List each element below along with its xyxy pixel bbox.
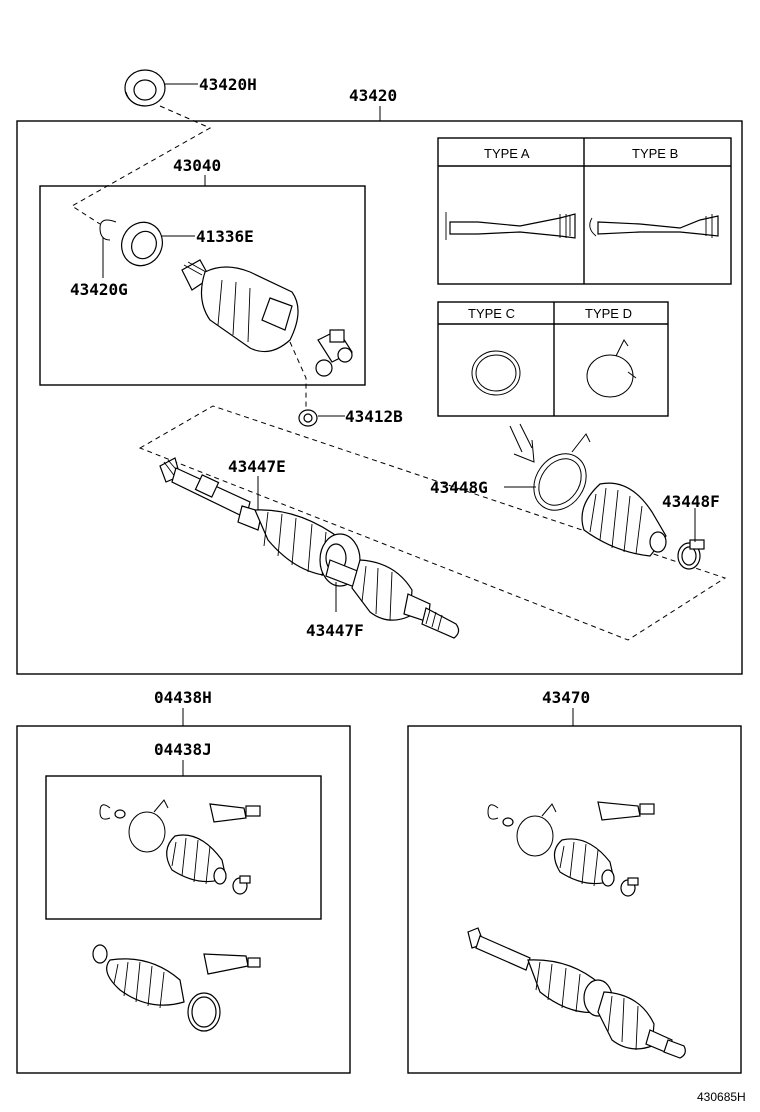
snap-ring-icon	[99, 219, 117, 241]
shaft-type-a-icon	[445, 212, 576, 240]
clamp-type-d-icon	[586, 339, 637, 398]
label-41336e: 41336E	[196, 227, 254, 246]
label-43420: 43420	[349, 86, 397, 105]
inner-joint-housing-icon	[181, 259, 299, 353]
label-04438h: 04438H	[154, 688, 212, 707]
boot-kit-sub-parts-icon	[99, 799, 261, 895]
inner-joint-frame	[39, 185, 366, 386]
outer-kit-shaft-icon	[467, 927, 686, 1059]
type-cd-panel	[437, 301, 669, 417]
drive-shaft-icon	[159, 457, 460, 639]
dashed-link-43412	[289, 341, 307, 412]
seal-41336e-icon	[121, 221, 163, 267]
label-43412b: 43412B	[345, 407, 403, 426]
type-c-label: TYPE C	[468, 306, 515, 321]
clamp-type-c-icon	[471, 350, 521, 396]
type-a-label: TYPE A	[484, 146, 530, 161]
label-43447e: 43447E	[228, 457, 286, 476]
outer-kit-frame	[407, 725, 742, 1074]
tripod-icon	[315, 329, 353, 377]
boot-kit-lower-parts-icon	[92, 944, 261, 1032]
label-04438j: 04438J	[154, 740, 212, 759]
label-43448g: 43448G	[430, 478, 488, 497]
outer-boot-icon	[581, 482, 667, 557]
boot-kit-sub-frame	[45, 775, 322, 920]
dashed-link-seal	[71, 105, 212, 225]
arrow-icon	[509, 423, 535, 463]
label-43420h: 43420H	[199, 75, 257, 94]
dashed-shaft-outline	[138, 405, 727, 641]
type-d-label: TYPE D	[585, 306, 632, 321]
shaft-type-b-icon	[589, 214, 719, 238]
label-43447f: 43447F	[306, 621, 364, 640]
label-43470: 43470	[542, 688, 590, 707]
seal-43420h-icon	[124, 69, 166, 107]
ring-43412b-icon	[298, 409, 318, 427]
reference-code: 430685H	[697, 1090, 746, 1104]
label-43040: 43040	[173, 156, 221, 175]
boot-kit-frame	[16, 725, 351, 1074]
outer-kit-boot-parts-icon	[487, 801, 655, 897]
clamp-43448g-icon	[533, 433, 591, 511]
main-assembly-frame	[16, 120, 743, 675]
clamp-43448f-icon	[677, 539, 705, 570]
label-43448f: 43448F	[662, 492, 720, 511]
label-43420g: 43420G	[70, 280, 128, 299]
type-b-label: TYPE B	[632, 146, 678, 161]
